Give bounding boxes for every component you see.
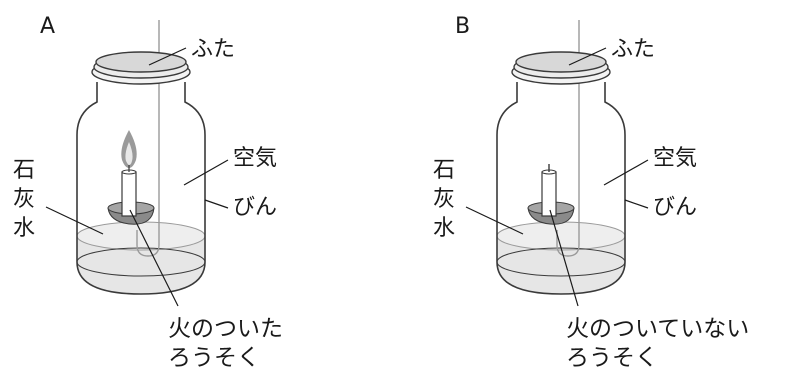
bottle-label-a: びん (233, 195, 277, 220)
bottle-b (496, 82, 626, 295)
candle-b (541, 171, 557, 217)
candle-label-a: 火のついた ろうそく (168, 316, 283, 371)
panel-letter-a: A (40, 14, 55, 39)
air-label-b: 空気 (653, 146, 697, 171)
candle-label-line: ろうそく (168, 345, 260, 371)
glass-tube-a (136, 20, 160, 257)
limewater-char: 水 (13, 216, 35, 241)
panel-b: B ふた 空気 びん 石 灰 (433, 14, 749, 371)
candle-label-line: ろうそく (566, 345, 658, 371)
glass-tube-b (556, 20, 580, 257)
limewater-char: 石 (13, 158, 35, 183)
candle-label-b: 火のついていない ろうそく (566, 316, 749, 371)
air-label-a: 空気 (233, 146, 277, 171)
limewater-char: 灰 (433, 187, 455, 212)
lid-a (91, 51, 191, 85)
limewater-label-a: 石 灰 水 (13, 158, 35, 241)
bottle-a (76, 82, 206, 295)
lid-label-b: ふた (611, 37, 655, 62)
limewater-char: 石 (433, 158, 455, 183)
panel-a: A ふた 空 (13, 14, 283, 371)
limewater-label-b: 石 灰 水 (433, 158, 455, 241)
panel-letter-b: B (455, 14, 470, 39)
lid-b (511, 51, 611, 85)
candle-a (121, 171, 137, 217)
candle-label-line: 火のついた (168, 316, 283, 342)
candle-label-line: 火のついていない (566, 316, 749, 342)
lid-label-a: ふた (191, 37, 235, 62)
bottle-label-b: びん (653, 195, 697, 220)
flame-a (121, 130, 137, 172)
limewater-char: 灰 (13, 187, 35, 212)
limewater-char: 水 (433, 216, 455, 241)
